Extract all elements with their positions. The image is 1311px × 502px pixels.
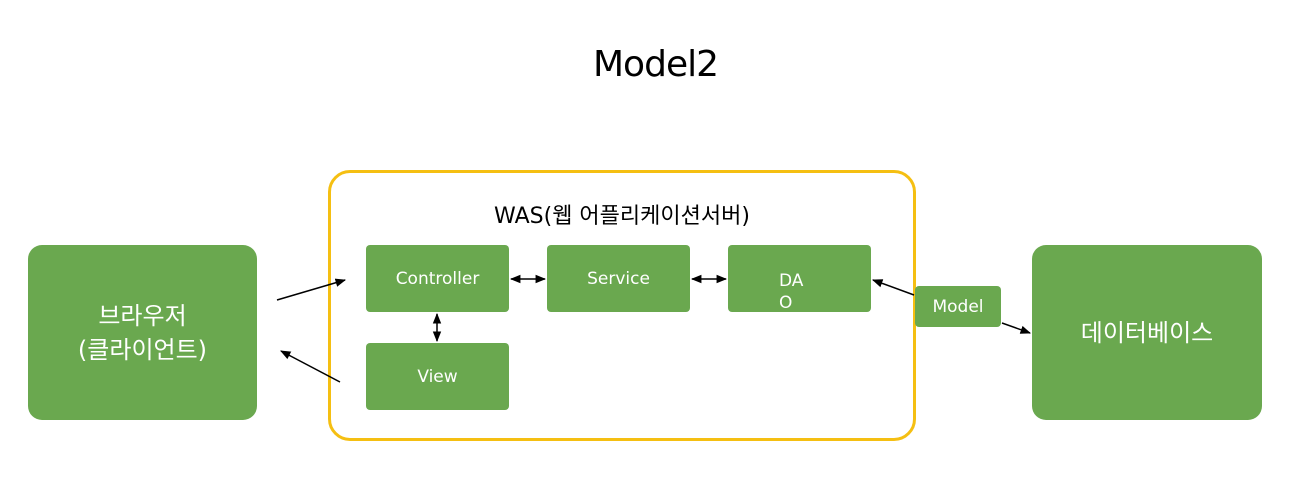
was-container — [328, 170, 916, 441]
view-label: View — [417, 366, 458, 387]
arrow-model-to-dao — [872, 279, 915, 296]
was-label: WAS(웹 어플리케이션서버) — [494, 204, 750, 229]
arrow-client-to-controller — [276, 278, 347, 301]
model-label: Model — [932, 296, 984, 317]
service-box: Service — [547, 245, 690, 312]
diagram-title: Model2 — [593, 44, 719, 85]
client-box: 브라우저 (클라이언트) — [28, 245, 257, 420]
view-box: View — [366, 343, 509, 410]
service-label: Service — [587, 268, 650, 289]
controller-box: Controller — [366, 245, 509, 312]
arrow-view-to-client — [280, 350, 341, 383]
dao-box: DAO — [728, 245, 871, 313]
model-box: Model — [915, 286, 1001, 327]
database-box: 데이터베이스 — [1032, 245, 1262, 420]
dao-label: DAO — [779, 271, 804, 313]
client-label: 브라우저 (클라이언트) — [77, 301, 208, 364]
database-label: 데이터베이스 — [1080, 318, 1214, 347]
controller-label: Controller — [395, 268, 480, 289]
arrow-model-to-database — [1001, 322, 1031, 334]
